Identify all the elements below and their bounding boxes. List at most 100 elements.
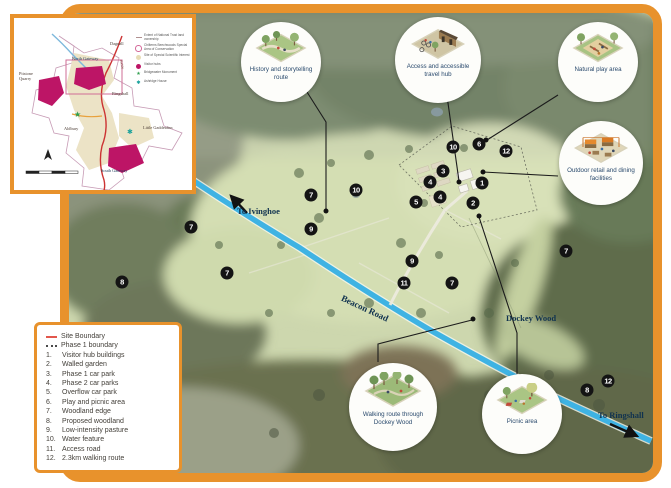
legend-number: 2. [46, 361, 52, 369]
legend-number: 9. [46, 427, 52, 435]
legend-row: 8. Proposed woodland [46, 417, 173, 426]
site-legend: Site Boundary Phase 1 boundary 1. Visitor… [34, 322, 182, 473]
legend-number: 11. [46, 445, 56, 453]
legend-number: 12. [46, 455, 56, 463]
legend-row: 5. Overflow car park [46, 388, 173, 397]
callout-caption: History and storytelling route [249, 66, 313, 81]
callout-caption: Walking route through Dockey Wood [362, 411, 424, 426]
legend-label: Phase 2 car parks [62, 380, 119, 388]
legend-label: 2.3km walking route [62, 455, 125, 463]
legend-label: Walled garden [62, 361, 107, 369]
inset-label-ringshall: Ringshall [112, 91, 129, 96]
inset-label-pitstone-quarry: Pitstone Quarry [19, 71, 33, 81]
scale-bar [25, 170, 79, 174]
circle-outline-icon [135, 45, 142, 52]
legend-label: Water feature [62, 436, 105, 444]
legend-label: Proposed woodland [62, 417, 124, 425]
legend-row: 6. Play and picnic area [46, 398, 173, 407]
legend-row-site-boundary: Site Boundary [46, 332, 173, 341]
legend-row: 2. Walled garden [46, 360, 173, 369]
legend-label: Overflow car park [62, 389, 117, 397]
legend-label: Site Boundary [61, 333, 105, 340]
legend-number: 8. [46, 417, 52, 425]
legend-row: 10. Water feature [46, 435, 173, 444]
dot-beige-icon [135, 55, 142, 61]
inset-label-little-gaddesden: Little Gaddesden [143, 125, 173, 130]
star-green-icon: ★ [136, 71, 141, 78]
legend-number: 3. [46, 370, 52, 378]
legend-label: Woodland edge [62, 408, 111, 416]
picnic-area-illustration [496, 383, 548, 415]
site-boundary-swatch [46, 335, 57, 338]
callout-retail-dining: Outdoor retail and dining facilities [559, 121, 643, 205]
inset-legend-row: Visitor hubs [135, 61, 191, 69]
history-route-illustration [255, 31, 307, 63]
dot-magenta-icon [135, 63, 142, 69]
legend-number: 10. [46, 436, 56, 444]
legend-label: Phase 1 boundary [61, 342, 118, 350]
inset-legend-label: Visitor hubs [144, 61, 161, 66]
callout-access-hub: Access and accessible travel hub [395, 17, 481, 103]
label-to-ringshall: To Ringshall [598, 410, 644, 420]
callout-caption: Picnic area [506, 418, 538, 425]
callout-natural-play: Natural play area [558, 22, 638, 102]
inset-label-north-gateway: North Gateway [72, 56, 99, 61]
access-hub-illustration [410, 28, 466, 60]
callout-caption: Access and accessible travel hub [406, 63, 470, 78]
phase1-boundary-line [398, 125, 538, 228]
legend-number: 4. [46, 380, 52, 388]
natural-play-illustration [572, 32, 624, 63]
water-feature-small [352, 192, 360, 198]
callout-history-route: History and storytelling route [241, 22, 321, 102]
legend-number: 7. [46, 408, 52, 416]
callout-caption: Outdoor retail and dining facilities [567, 167, 635, 182]
inset-label-south-gateway: South Gateway [101, 168, 128, 173]
retail-dining-illustration [573, 132, 629, 164]
label-to-ivinghoe: To Ivinghoe [237, 206, 280, 216]
boundary-line-icon [135, 35, 142, 38]
legend-row: 11.Access road [46, 445, 173, 454]
inset-locator-map: ★ ✱ Dagnall North Gateway Pitstone Quarr… [10, 14, 196, 194]
inset-legend-row: Extent of National Trust land ownership [135, 33, 191, 42]
water-feature [431, 107, 443, 117]
inset-map-art: ★ ✱ [25, 33, 183, 190]
inset-label-b4506: B4506 [119, 59, 125, 70]
legend-row: 7. Woodland edge [46, 407, 173, 416]
inset-legend-row: ✱Ashridge House [135, 78, 191, 86]
legend-row: 3. Phase 1 car park [46, 370, 173, 379]
legend-row: 9. Low-intensity pasture [46, 426, 173, 435]
inset-legend-label: Ashridge House [144, 78, 167, 83]
phase1-boundary-swatch [46, 345, 57, 348]
inset-legend-row: Site of Special Scientific Interest [135, 53, 191, 61]
inset-legend-row: ★Bridgewater Monument [135, 70, 191, 78]
inset-label-dagnall: Dagnall [110, 41, 124, 46]
inset-legend-label: Chilterns Beechwoods Special Area of Con… [144, 43, 188, 51]
callout-walking-route: Walking route through Dockey Wood [349, 363, 437, 451]
callout-caption: Natural play area [574, 66, 622, 73]
inset-legend-label: Bridgewater Monument [144, 70, 177, 75]
north-arrow-icon [44, 149, 52, 160]
legend-row: 12. 2.3km walking route [46, 454, 173, 463]
walking-route-illustration [364, 372, 422, 407]
inset-label-aldbury: Aldbury [64, 126, 79, 131]
legend-number: 5. [46, 389, 52, 397]
inset-legend-row: Chilterns Beechwoods Special Area of Con… [135, 43, 191, 52]
legend-row: 4. Phase 2 car parks [46, 379, 173, 388]
legend-number: 6. [46, 398, 52, 406]
legend-label: Visitor hub buildings [62, 351, 125, 359]
legend-label: Phase 1 car park [62, 370, 115, 378]
star-teal-icon: ✱ [136, 79, 141, 86]
legend-row-phase1-boundary: Phase 1 boundary [46, 341, 173, 350]
legend-label: Play and picnic area [62, 398, 126, 406]
inset-legend-label: Extent of National Trust land ownership [144, 33, 185, 41]
legend-number: 1. [46, 351, 52, 359]
access-road [388, 189, 468, 306]
bridgewater-monument-icon: ★ [74, 110, 81, 119]
ashridge-house-icon: ✱ [127, 128, 133, 136]
inset-legend-label: Site of Special Scientific Interest [144, 53, 190, 58]
legend-row: 1. Visitor hub buildings [46, 351, 173, 360]
legend-label: Low-intensity pasture [62, 427, 129, 435]
